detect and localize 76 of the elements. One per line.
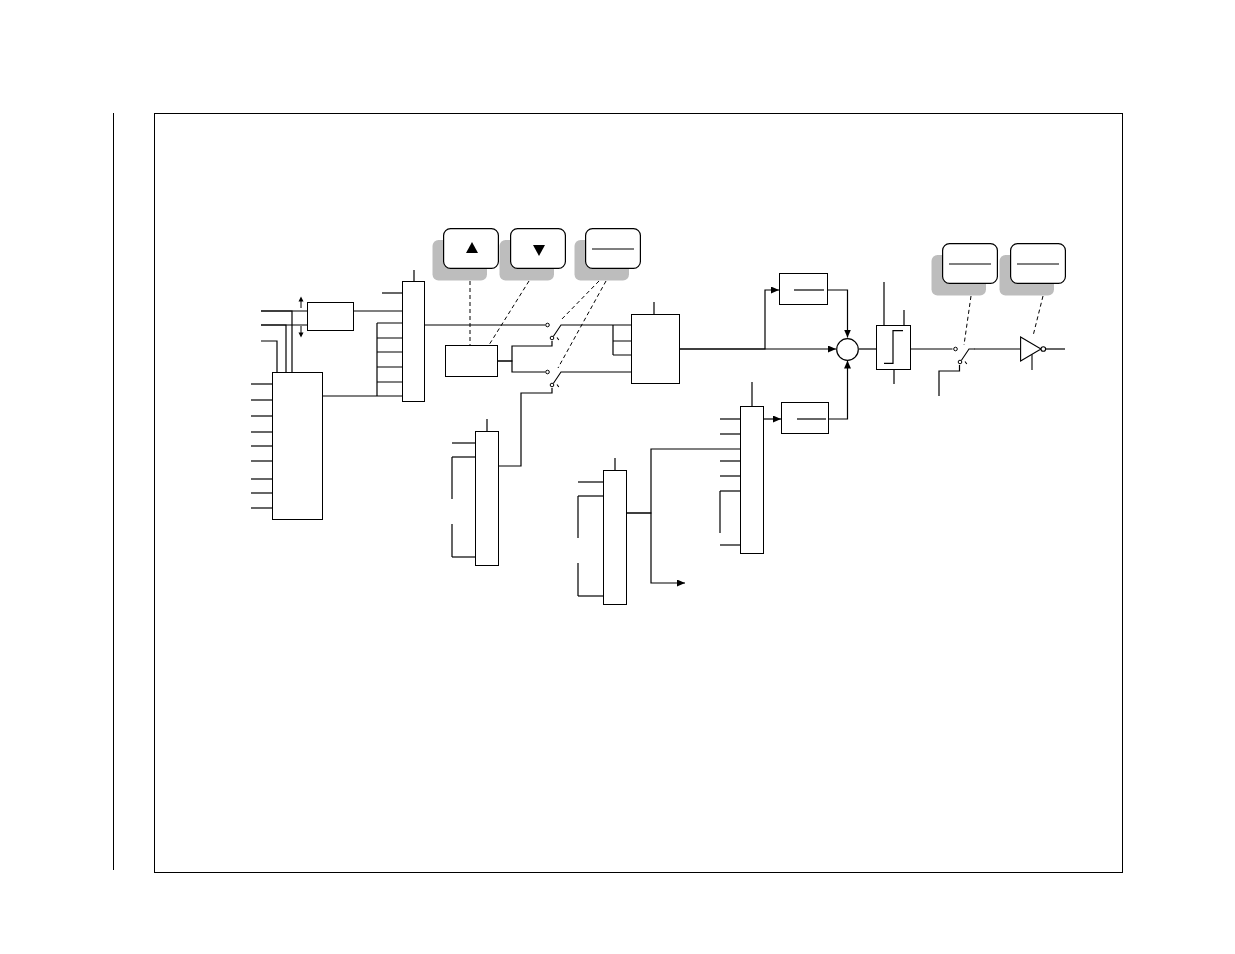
function-block (876, 325, 911, 370)
signal-line (260, 340, 278, 373)
signal-line (719, 460, 741, 462)
leader-line (559, 280, 600, 322)
signal-line (498, 387, 553, 467)
signal-line (910, 348, 954, 350)
switch-symbol (545, 368, 566, 388)
signal-line (451, 556, 476, 558)
summing-junction (836, 337, 859, 361)
signal-line (1045, 348, 1066, 350)
leader-line (963, 295, 972, 346)
signal-line (250, 507, 273, 509)
leader-line (557, 280, 607, 369)
function-block (402, 281, 425, 402)
keypad-key (574, 228, 641, 281)
signal-line (893, 369, 895, 385)
signal-line (858, 348, 877, 350)
function-block (445, 345, 498, 377)
signal-line (883, 281, 885, 326)
arrow (679, 286, 780, 350)
signal-line (751, 381, 753, 407)
signal-line (614, 457, 616, 471)
signal-line (250, 478, 273, 480)
signal-line (719, 433, 741, 435)
keypad-key (499, 228, 566, 281)
signal-line (973, 348, 1021, 350)
arrow (626, 512, 686, 587)
signal-line (260, 324, 287, 373)
arrow (827, 289, 851, 339)
function-block (779, 273, 828, 305)
keypad-key (931, 243, 998, 296)
signal-line (250, 415, 273, 417)
keypad-key (432, 228, 499, 281)
signal-line (250, 383, 273, 385)
function-block (740, 406, 764, 554)
signal-line (322, 322, 403, 397)
signal-line (497, 360, 546, 373)
signal-line (719, 475, 741, 477)
signal-line (719, 418, 741, 420)
function-block (603, 470, 627, 605)
arrow (828, 359, 851, 420)
signal-line (250, 492, 273, 494)
signal-line (577, 481, 604, 483)
signal-line (424, 324, 546, 326)
switch-symbol (952, 345, 975, 365)
signal-line (250, 445, 273, 447)
arrow (763, 415, 782, 423)
signal-line (938, 364, 961, 397)
function-block (272, 372, 323, 520)
signal-line (903, 309, 905, 326)
signal-line (719, 544, 741, 546)
signal-line (451, 442, 476, 444)
signal-line (719, 490, 741, 492)
inverter-symbol (1020, 336, 1046, 370)
signal-line (451, 456, 476, 458)
signal-line (577, 595, 604, 597)
function-block (307, 302, 354, 331)
signal-line (565, 371, 632, 373)
function-block (475, 431, 499, 566)
signal-line (250, 399, 273, 401)
keypad-key (999, 243, 1066, 296)
signal-line (250, 460, 273, 462)
switch-symbol (545, 321, 566, 341)
signal-line (577, 495, 604, 497)
function-block (631, 314, 680, 384)
signal-line (260, 310, 293, 373)
leader-line (488, 280, 530, 346)
signal-line (353, 310, 403, 312)
signal-line (250, 431, 273, 433)
signal-line (413, 269, 415, 282)
signal-line (565, 324, 632, 356)
signal-line (381, 292, 403, 294)
signal-line (486, 418, 488, 432)
signal-line (653, 301, 655, 315)
leader-line (1032, 295, 1044, 337)
function-block (781, 402, 829, 434)
